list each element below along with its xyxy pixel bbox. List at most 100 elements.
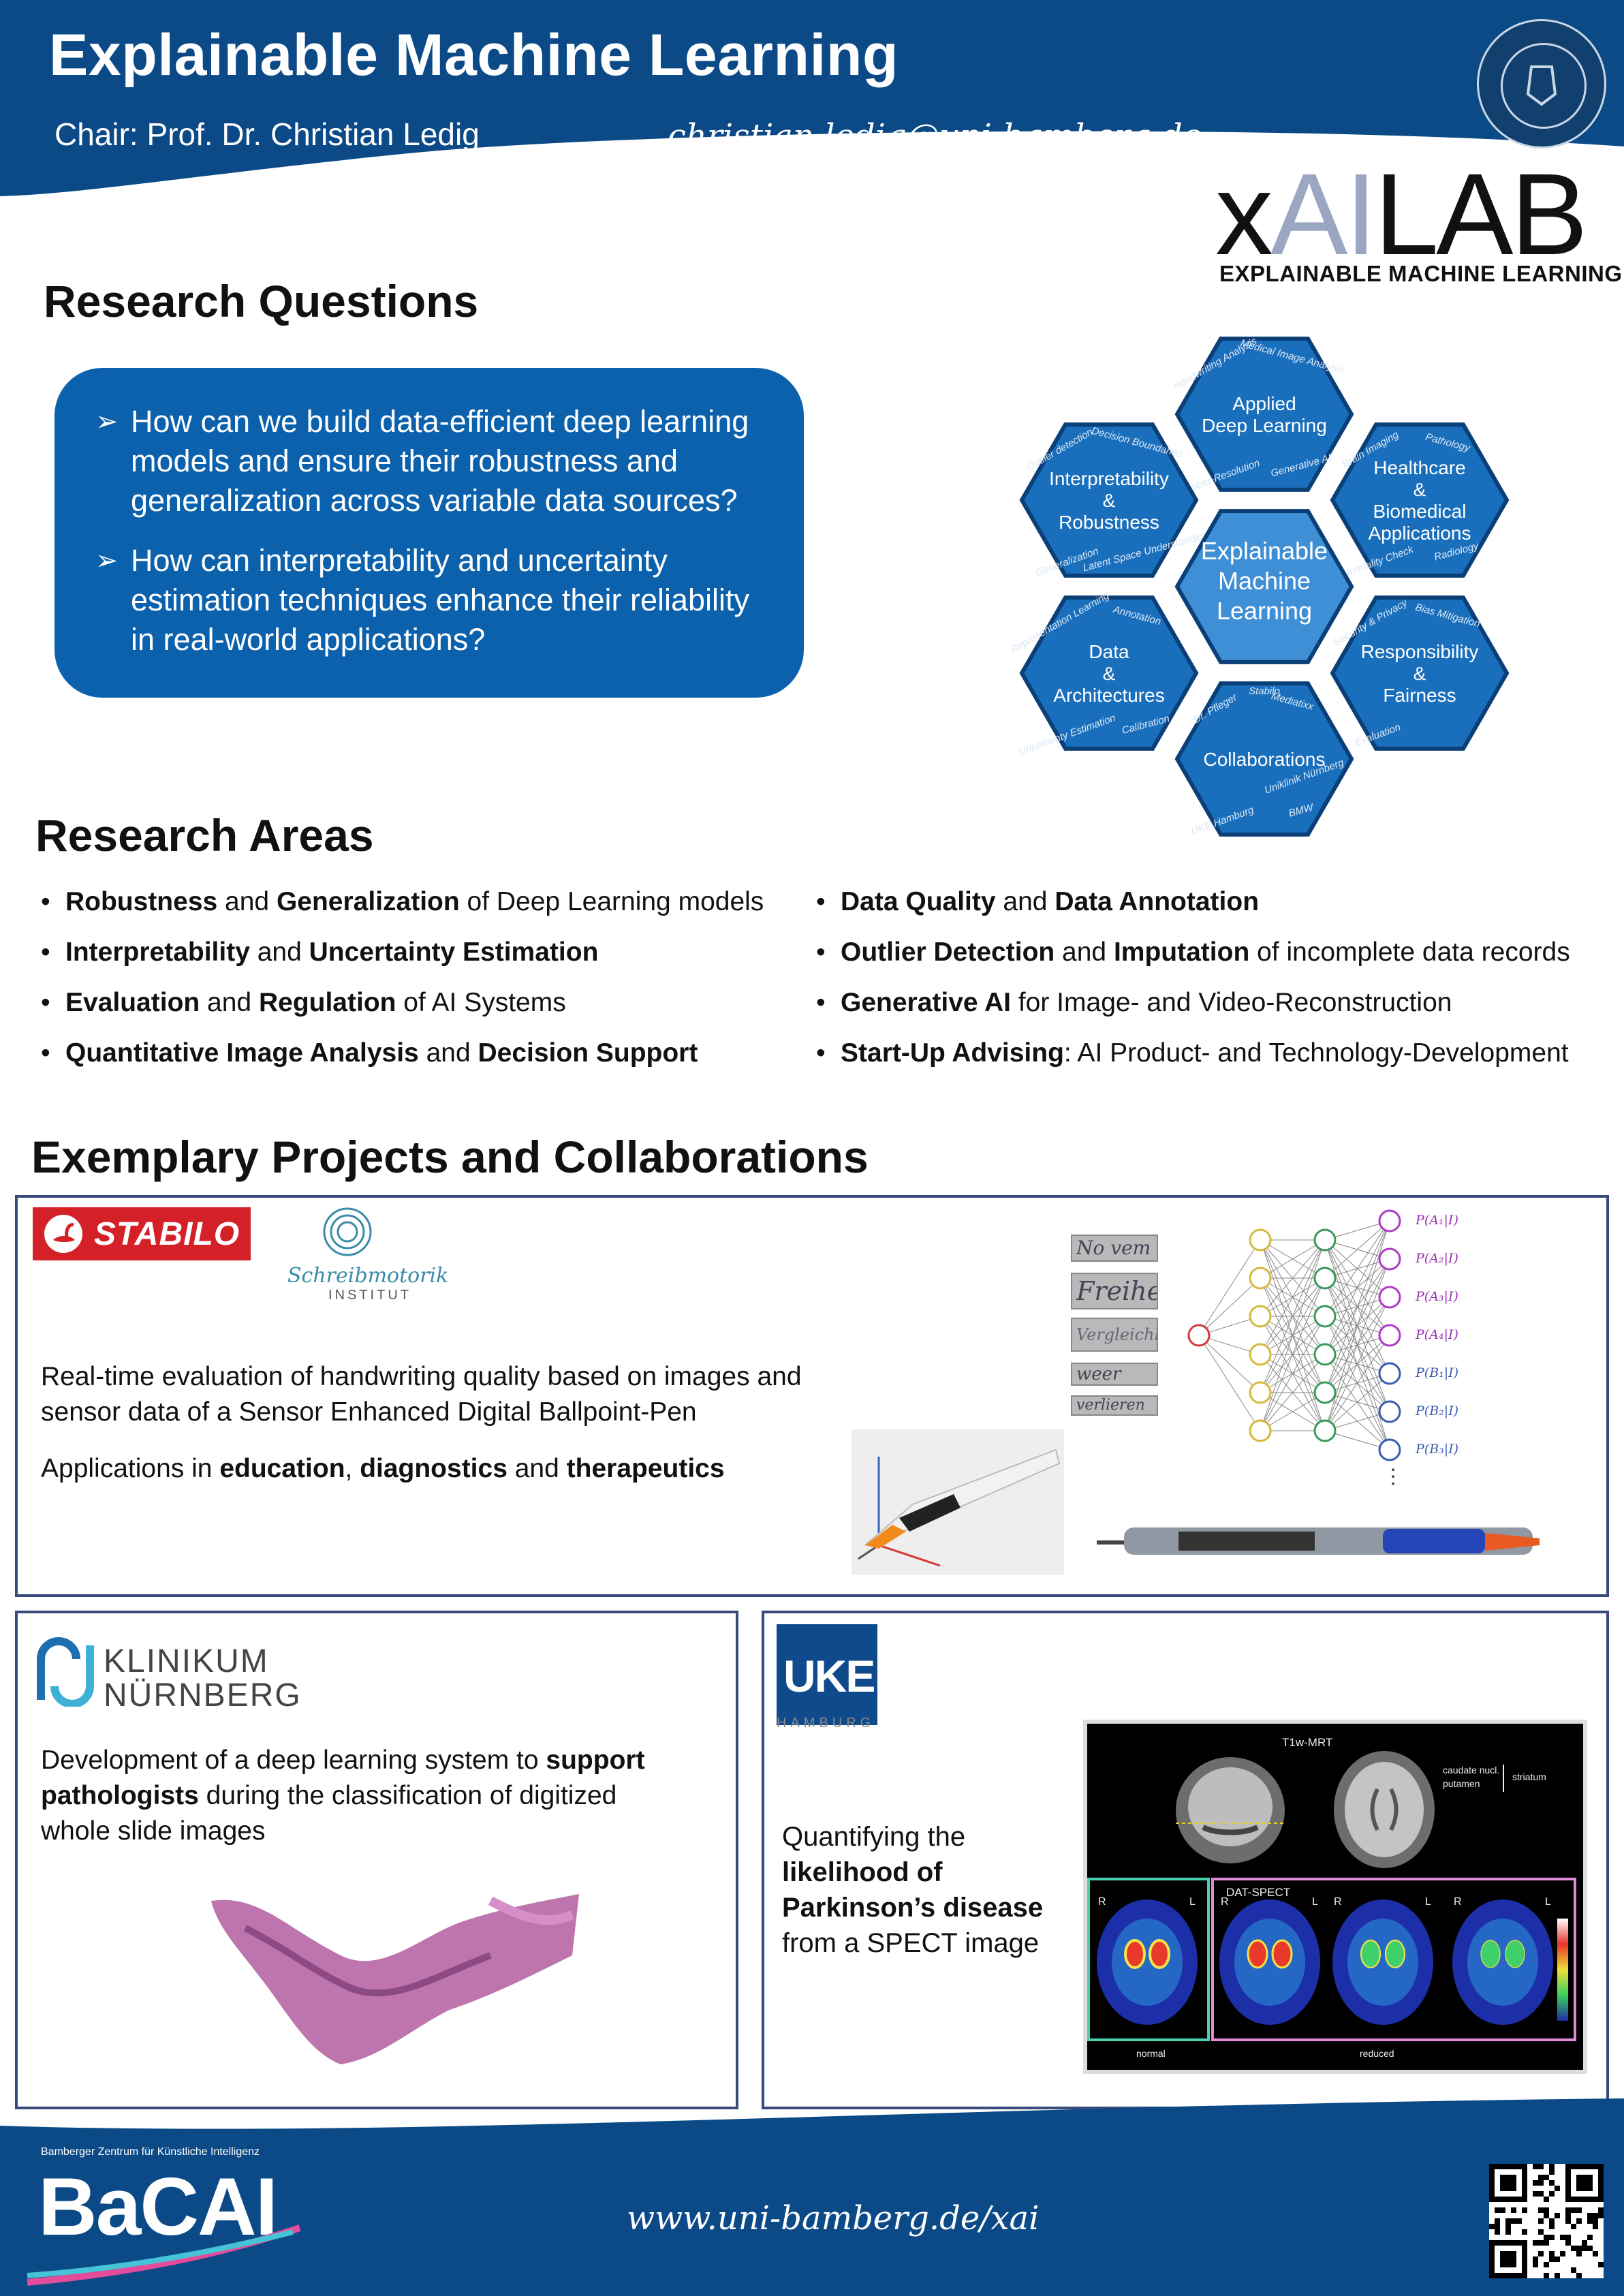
footer-url[interactable]: www.uni-bamberg.de/xai: [627, 2199, 1040, 2237]
hex-title: Fairness: [1383, 685, 1456, 706]
histology-slide-image: [204, 1874, 586, 2071]
uke-logo: UKE: [777, 1624, 877, 1725]
qr-code-icon[interactable]: [1489, 2164, 1604, 2278]
klinikum-logo-icon: [33, 1632, 98, 1708]
hex-center-title: Machine: [1218, 567, 1311, 595]
contact-email[interactable]: christian.ledig@uni-bamberg.de: [668, 117, 1202, 155]
nn-edge: [1324, 1411, 1390, 1431]
output-prob-label: P(B₁|I): [1416, 1365, 1459, 1380]
hex-cell: [1019, 422, 1199, 578]
striatum-spot: [1124, 1939, 1146, 1969]
arrow-bullet-icon: ➢: [95, 407, 119, 437]
hex-title: Data: [1089, 641, 1129, 662]
nn-edge: [1324, 1220, 1390, 1241]
hex-title: Applied: [1232, 393, 1296, 414]
klinikum-logo-text: KLINIKUM NÜRNBERG: [104, 1643, 302, 1713]
hex-cell: [1330, 595, 1510, 751]
nn-node: [1313, 1305, 1337, 1328]
spect-left-label: L: [1189, 1896, 1196, 1908]
nn-edge: [1260, 1239, 1326, 1279]
nn-edge: [1324, 1258, 1390, 1431]
research-questions-box: ➢ How can we build data-efficient deep l…: [54, 368, 804, 698]
output-prob-label: P(B₂|I): [1416, 1403, 1459, 1418]
spect-left-label: L: [1425, 1896, 1431, 1908]
normal-group-frame: [1087, 1878, 1210, 2041]
hex-tag: Stabilo: [1249, 685, 1280, 697]
nn-edge: [1198, 1277, 1261, 1336]
nn-edge: [1260, 1239, 1326, 1317]
research-area-item: •Generative AI for Image- and Video-Reco…: [816, 988, 1452, 1017]
nn-edge: [1260, 1392, 1326, 1431]
nn-edge: [1324, 1335, 1390, 1431]
mri-title: T1w-MRT: [1282, 1736, 1333, 1749]
nn-edge: [1260, 1316, 1326, 1431]
spect-right-label: R: [1334, 1896, 1342, 1908]
nn-node: [1313, 1381, 1337, 1404]
nn-node: [1249, 1228, 1272, 1252]
hex-title: Robustness: [1059, 512, 1159, 533]
projects-heading: Exemplary Projects and Collaborations: [31, 1132, 869, 1182]
hex-title: Applications: [1369, 523, 1471, 544]
research-question-1: ➢ How can we build data-efficient deep l…: [95, 402, 763, 521]
nn-edge: [1324, 1220, 1390, 1393]
nn-edge: [1324, 1430, 1390, 1450]
nn-node: [1378, 1324, 1401, 1347]
hex-cell: [1330, 422, 1510, 578]
nn-edge: [1324, 1297, 1390, 1431]
nn-node: [1378, 1247, 1401, 1271]
hex-title: &: [1103, 490, 1116, 511]
nn-edge: [1260, 1239, 1326, 1355]
uke-hamburg: HAMBURG: [777, 1716, 875, 1731]
striatum-spot: [1384, 1939, 1406, 1969]
schreibmotorik-logo: [286, 1205, 409, 1300]
nn-node: [1313, 1343, 1337, 1366]
striatum-spot: [1360, 1939, 1381, 1969]
nn-node: [1249, 1305, 1272, 1328]
page-title: Explainable Machine Learning: [49, 22, 899, 88]
output-ellipsis: ⋮: [1383, 1465, 1403, 1489]
hex-cell: [1174, 337, 1354, 492]
output-prob-label: P(B₃|I): [1416, 1442, 1459, 1457]
research-areas-right: •Data Quality and Data Annotation•Outlie…: [811, 888, 1614, 1093]
reduced-label: reduced: [1360, 2048, 1394, 2059]
output-prob-label: P(A₃|I): [1416, 1289, 1458, 1304]
spiral-icon: [323, 1207, 372, 1256]
nn-edge: [1324, 1220, 1390, 1355]
research-areas-left: •Robustness and Generalization of Deep L…: [35, 888, 798, 1093]
handwriting-sample: weer: [1071, 1363, 1158, 1386]
striatum-label: striatum: [1512, 1771, 1546, 1782]
striatum-spot: [1271, 1939, 1293, 1969]
pen-photo: [852, 1429, 1064, 1575]
hex-center-title: Learning: [1217, 597, 1312, 625]
nn-edge: [1198, 1335, 1261, 1393]
hex-title: &: [1414, 663, 1426, 684]
schreibmotorik-name: Schreibmotorik: [287, 1264, 449, 1288]
hex-title: Interpretability: [1049, 468, 1169, 489]
spect-right-label: R: [1221, 1896, 1229, 1908]
research-area-item: •Robustness and Generalization of Deep L…: [41, 887, 764, 916]
hex-title: &: [1414, 479, 1426, 500]
nn-node: [1378, 1362, 1401, 1385]
hex-cell: [1174, 681, 1354, 837]
schreibmotorik-institut: INSTITUT: [328, 1288, 411, 1303]
spect-title: DAT-SPECT: [1226, 1886, 1291, 1899]
bacai-subtitle: Bamberger Zentrum für Künstliche Intelli…: [41, 2146, 260, 2158]
stabilo-description: Real-time evaluation of handwriting qual…: [41, 1362, 802, 1427]
research-area-item: •Evaluation and Regulation of AI Systems: [41, 988, 566, 1017]
hex-title: Collaborations: [1204, 749, 1326, 770]
nn-edge: [1324, 1373, 1390, 1431]
nn-node: [1313, 1228, 1337, 1252]
nn-node: [1313, 1419, 1337, 1442]
nn-edge: [1198, 1335, 1261, 1431]
uke-description: Quantifying the likelihood of Parkinson’…: [782, 1822, 1044, 1958]
hex-title: Deep Learning: [1202, 415, 1327, 436]
university-seal-icon: [1477, 19, 1606, 149]
nn-node: [1249, 1419, 1272, 1442]
color-scale-bar: [1557, 1919, 1568, 2021]
nn-edge: [1324, 1220, 1390, 1317]
output-prob-label: P(A₄|I): [1416, 1327, 1458, 1342]
hex-title: Responsibility: [1361, 641, 1479, 662]
spect-figure: T1w-MRT caudate nucl. putamen striatum D…: [1083, 1720, 1587, 2074]
